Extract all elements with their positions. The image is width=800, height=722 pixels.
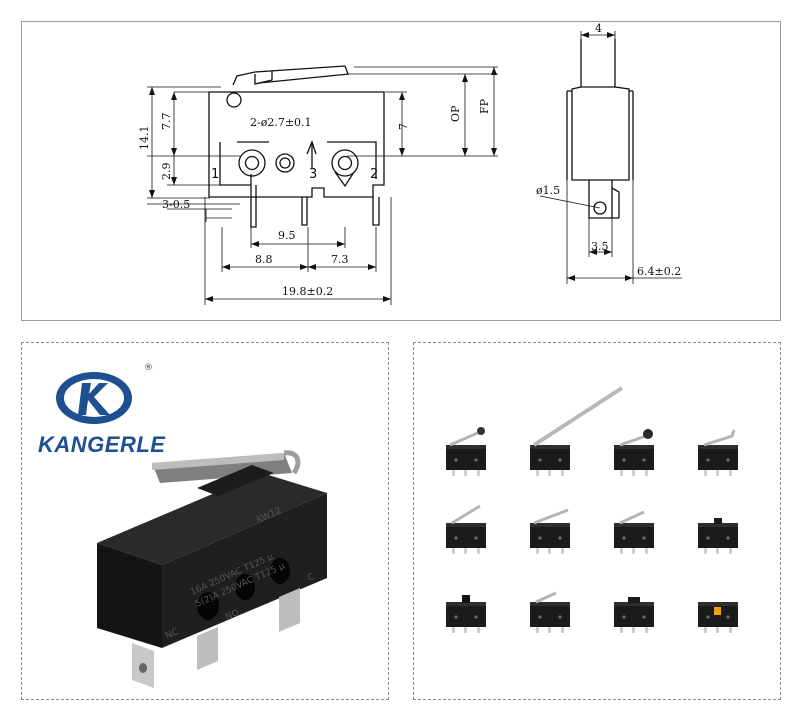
variant-pin-plunger xyxy=(446,595,486,633)
technical-drawing-panel: 2-ø2.7±0.1 1 3 2 14.1 7.7 2.9 3-0.5 9.5 … xyxy=(21,21,781,321)
pivot-hole xyxy=(226,92,242,108)
registered-mark: ® xyxy=(144,363,153,373)
pin-1-label: 1 xyxy=(211,167,219,182)
dim-1-5-label: ø1.5 xyxy=(536,184,560,197)
switch-body-outline xyxy=(208,91,385,198)
variant-pcb-terminal-plunger xyxy=(614,597,654,633)
dim-7-3-label: 7.3 xyxy=(331,253,349,266)
variant-orange-button xyxy=(698,602,738,633)
pin-2-label: 2 xyxy=(370,167,378,182)
lever-arm xyxy=(232,65,346,86)
mounting-hole-left xyxy=(238,149,266,177)
variant-simulated-roller-lever xyxy=(698,429,738,476)
terminal-c-label: C xyxy=(306,572,316,584)
microswitch-photo xyxy=(97,450,327,688)
variant-medium-hinge-lever xyxy=(530,508,570,554)
variant-roller-lever xyxy=(614,429,654,476)
brand-name: KANGERLE xyxy=(38,432,166,457)
variant-short-straight-lever xyxy=(614,510,654,554)
terminal-nc-label: NC xyxy=(164,627,180,641)
variant-short-hinge-lever xyxy=(446,504,486,554)
product-photo-panel: 16A 250VAC T125 μ 5(2)A 250VAC T125 μ KW… xyxy=(21,342,389,700)
hole-spec-label: 2-ø2.7±0.1 xyxy=(250,116,312,129)
dim-6-4-label: 6.4±0.2 xyxy=(637,265,681,278)
variant-pcb-terminal xyxy=(530,591,570,633)
variants-grid xyxy=(446,386,738,633)
dim-3-5-label: 3.5 xyxy=(591,240,609,253)
pin-1-lead xyxy=(250,185,257,228)
plunger-hole xyxy=(275,153,295,173)
dim-3-0-5-label: 3-0.5 xyxy=(162,198,190,211)
technical-drawing: 2-ø2.7±0.1 1 3 2 14.1 7.7 2.9 3-0.5 9.5 … xyxy=(138,22,682,305)
variants-panel xyxy=(413,342,781,700)
dim-op-label: OP xyxy=(449,105,462,122)
dim-7-label: 7 xyxy=(397,123,410,130)
variant-long-straight-lever xyxy=(530,386,624,476)
brand-logo xyxy=(56,372,132,424)
pin-3-label: 3 xyxy=(309,167,317,182)
mounting-hole-right xyxy=(331,149,359,177)
dim-fp-label: FP xyxy=(478,98,491,114)
pin-2-lead xyxy=(372,197,380,226)
dim-9-5-label: 9.5 xyxy=(278,229,296,242)
dim-4-label: 4 xyxy=(595,22,602,35)
product-photo: 16A 250VAC T125 μ 5(2)A 250VAC T125 μ KW… xyxy=(56,372,327,688)
side-view xyxy=(566,39,634,219)
dim-2-9-label: 2.9 xyxy=(160,163,173,181)
variant-short-roller-lever xyxy=(446,427,486,476)
dim-14-1-label: 14.1 xyxy=(138,126,151,151)
dim-8-8-label: 8.8 xyxy=(255,253,273,266)
variant-bare-plunger xyxy=(698,518,738,554)
dim-7-7-label: 7.7 xyxy=(160,113,173,131)
pin-3-lead xyxy=(301,197,308,226)
dim-19-8-label: 19.8±0.2 xyxy=(282,285,333,298)
